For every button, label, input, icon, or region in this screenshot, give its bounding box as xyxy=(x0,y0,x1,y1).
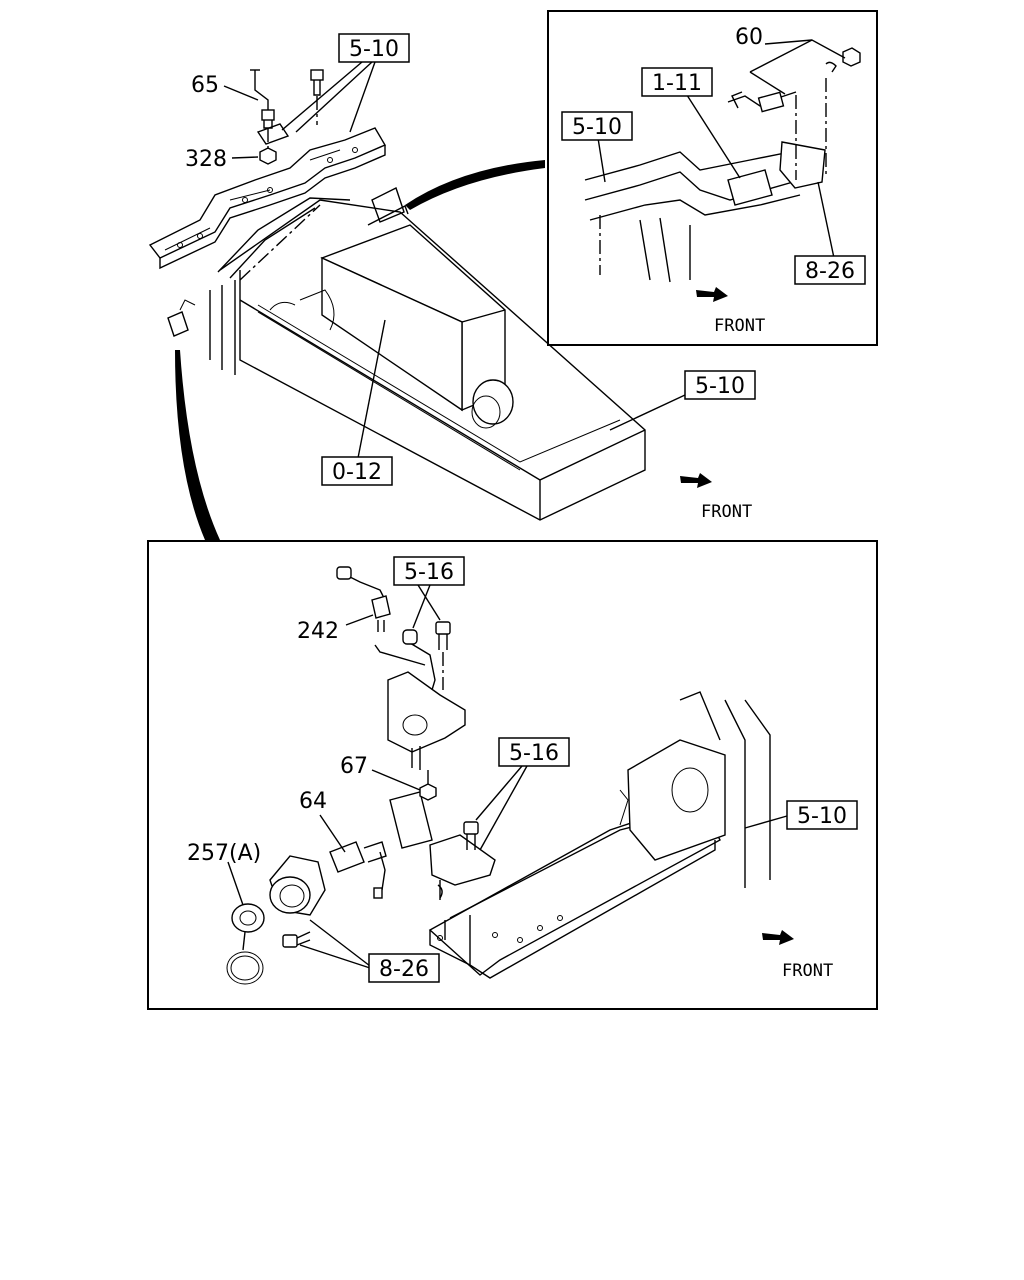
lower-leaders xyxy=(227,584,788,969)
label-5-16-mid: 5-16 xyxy=(509,741,559,766)
callout-arc-lower xyxy=(175,350,220,540)
label-front-inset: FRONT xyxy=(714,316,765,336)
top-left-leaders xyxy=(223,61,376,159)
label-box-5-10-tank xyxy=(684,370,756,400)
callout-arc-top xyxy=(405,160,545,210)
label-5-10-tank: 5-10 xyxy=(695,374,745,399)
label-257a: 257(A) xyxy=(187,841,261,866)
label-box-1-11 xyxy=(641,67,713,97)
label-front-lower: FRONT xyxy=(782,961,833,981)
label-box-5-16-top xyxy=(393,556,465,586)
front-arrow-icon xyxy=(762,930,794,945)
front-arrows xyxy=(680,287,794,945)
tank-assembly xyxy=(167,187,646,521)
label-5-10-lower: 5-10 xyxy=(797,804,847,829)
label-64: 64 xyxy=(299,789,327,814)
inset-assembly xyxy=(584,39,861,283)
lower-assembly xyxy=(226,566,771,985)
label-box-5-10-inset xyxy=(561,111,633,141)
label-0-12: 0-12 xyxy=(332,460,382,485)
label-box-5-10-top xyxy=(338,33,410,63)
label-65: 65 xyxy=(191,73,219,98)
label-5-10-top: 5-10 xyxy=(349,37,399,62)
labels: 5-10 65 328 60 1-11 5-10 8-26 FRONT 5-10… xyxy=(185,25,866,983)
label-60: 60 xyxy=(735,25,763,50)
label-box-5-16-mid xyxy=(498,737,570,767)
label-5-16-top: 5-16 xyxy=(404,560,454,585)
label-328: 328 xyxy=(185,147,227,172)
front-arrow-icon xyxy=(696,287,728,302)
label-5-10-inset: 5-10 xyxy=(572,115,622,140)
inset-leaders xyxy=(597,39,835,259)
label-8-26-inset: 8-26 xyxy=(805,259,855,284)
label-8-26-lower: 8-26 xyxy=(379,957,429,982)
label-front-tank: FRONT xyxy=(701,502,752,522)
label-67: 67 xyxy=(340,754,368,779)
label-242: 242 xyxy=(297,619,339,644)
label-box-8-26-inset xyxy=(794,255,866,285)
label-box-0-12 xyxy=(321,456,393,486)
front-arrow-icon xyxy=(680,473,712,488)
label-box-5-10-lower xyxy=(786,800,858,830)
label-box-8-26-lower xyxy=(368,953,440,983)
lower-frame xyxy=(147,540,878,1010)
top-frame-rail-assembly xyxy=(148,69,387,270)
inset-frame xyxy=(547,10,878,346)
tank-leaders xyxy=(357,319,686,459)
label-1-11: 1-11 xyxy=(652,71,702,96)
